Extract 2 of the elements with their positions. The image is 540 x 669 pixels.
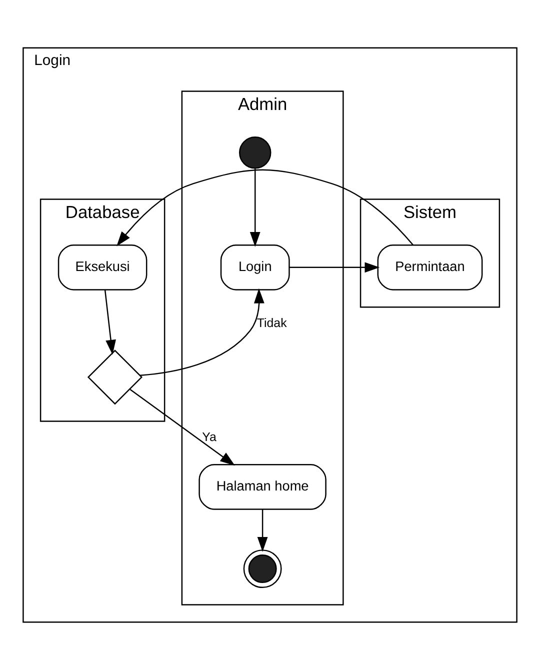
edge-label: Ya	[202, 430, 216, 444]
edge-label: Tidak	[256, 315, 287, 330]
